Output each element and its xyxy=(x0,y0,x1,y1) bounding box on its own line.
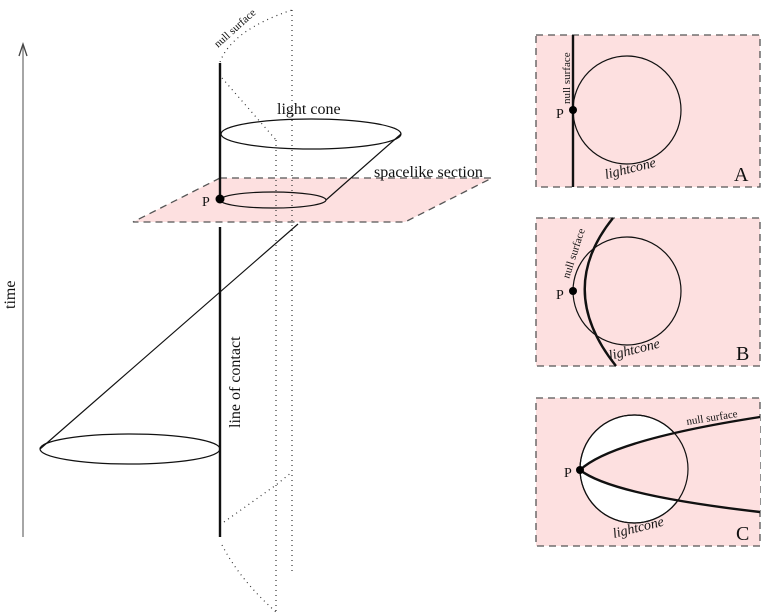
line-of-contact-label: line of contact xyxy=(227,336,244,428)
line-of-contact: line of contact xyxy=(218,63,244,537)
panel-a: P null surface lightcone A xyxy=(535,34,761,188)
time-axis-label: time xyxy=(2,281,19,309)
lower-light-cone xyxy=(39,223,299,465)
panel-c: P null surface lightcone C xyxy=(535,397,761,547)
spacelike-section-label: spacelike section xyxy=(374,164,483,181)
panel-b: P null surface lightcone B xyxy=(535,217,761,367)
null-surface-outline: null surface xyxy=(212,7,293,614)
panel-a-letter: A xyxy=(734,164,749,186)
panel-a-point-label: P xyxy=(556,107,564,122)
spacelike-section-plane: spacelike section xyxy=(132,164,493,223)
time-axis: time xyxy=(2,41,28,537)
panel-c-letter: C xyxy=(736,523,749,545)
panel-b-point-label: P xyxy=(556,288,564,303)
panel-c-point-label: P xyxy=(564,466,572,481)
null-surface-label: null surface xyxy=(212,7,258,51)
light-cone-label: light cone xyxy=(277,101,341,118)
panel-b-letter: B xyxy=(736,343,749,365)
arrow-up-icon xyxy=(18,41,28,57)
panel-a-null-surface-label: null surface xyxy=(561,52,573,104)
point-p: P xyxy=(202,194,225,210)
point-p-label: P xyxy=(202,195,210,210)
